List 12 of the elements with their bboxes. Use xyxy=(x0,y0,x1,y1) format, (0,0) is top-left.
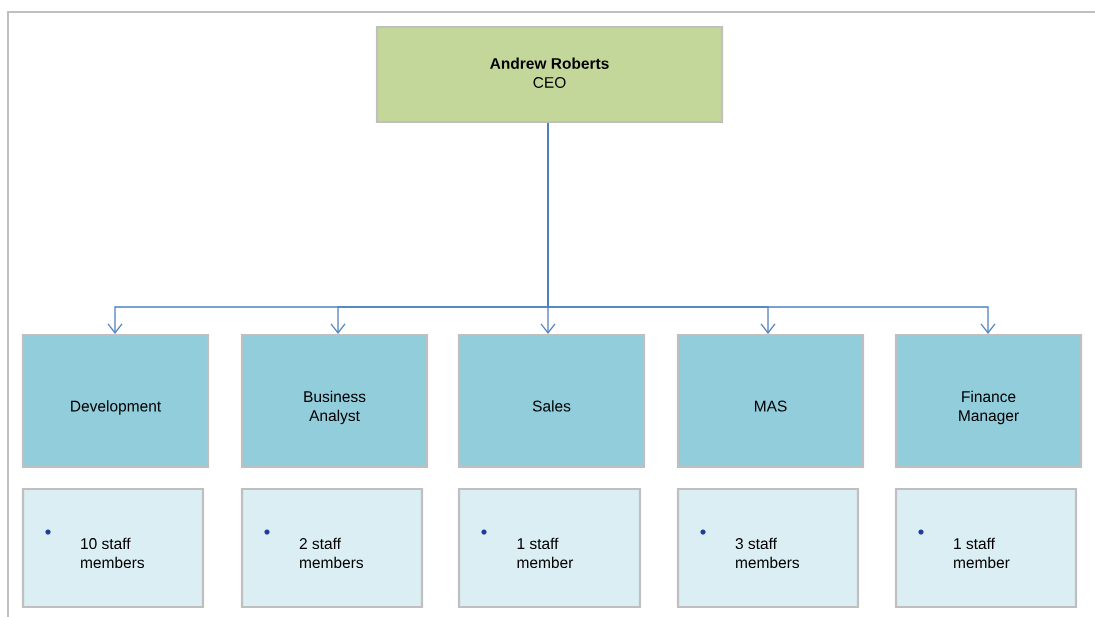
department-box: Finance Manager xyxy=(894,333,1083,469)
staff-count-box: 2 staff members xyxy=(240,487,424,609)
department-box: Sales xyxy=(457,333,646,469)
department-box: Development xyxy=(21,333,210,469)
executive-box: Andrew Roberts CEO xyxy=(375,25,724,124)
staff-count-box: 3 staff members xyxy=(676,487,860,609)
staff-count-box: 1 staff member xyxy=(457,487,642,609)
staff-count-box: 10 staff members xyxy=(21,487,205,609)
staff-count-box: 1 staff member xyxy=(894,487,1078,609)
department-box: MAS xyxy=(676,333,865,469)
connector-arrow xyxy=(547,122,996,334)
department-box: Business Analyst xyxy=(240,333,429,469)
